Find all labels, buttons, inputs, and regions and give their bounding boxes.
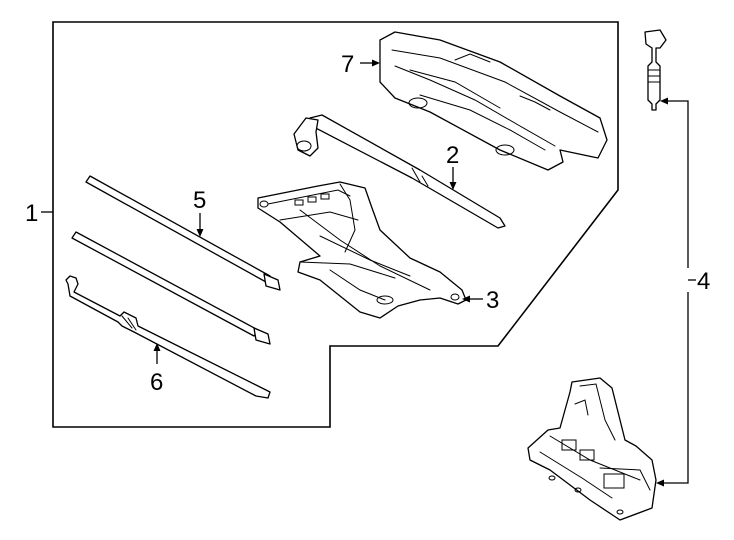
callout-5[interactable]: 5 bbox=[193, 187, 206, 214]
callout-7[interactable]: 7 bbox=[341, 51, 354, 78]
part-6-jack-handle[interactable] bbox=[65, 275, 271, 399]
callout-6[interactable]: 6 bbox=[150, 369, 163, 396]
arrow-3 bbox=[462, 295, 470, 303]
part-7-storage-case[interactable] bbox=[379, 31, 608, 171]
arrow-5 bbox=[196, 229, 204, 237]
part-4-bolt[interactable] bbox=[644, 29, 667, 111]
part-4-tool-holder-bracket[interactable] bbox=[527, 377, 657, 521]
callout-2[interactable]: 2 bbox=[446, 142, 459, 169]
callout-3[interactable]: 3 bbox=[486, 287, 499, 314]
part-5-extension-rods[interactable] bbox=[71, 175, 281, 345]
arrow-6 bbox=[153, 343, 161, 351]
arrow-7 bbox=[372, 59, 380, 67]
arrow-4-bolt bbox=[660, 97, 668, 105]
arrow-4-holder bbox=[656, 479, 664, 487]
part-3-scissor-jack[interactable] bbox=[257, 181, 467, 319]
callout-4[interactable]: 4 bbox=[697, 268, 710, 295]
callout-1[interactable]: 1 bbox=[25, 200, 38, 227]
kit-outline-frame bbox=[52, 21, 619, 428]
arrow-2 bbox=[449, 182, 457, 190]
part-2-lug-wrench[interactable] bbox=[293, 114, 506, 229]
